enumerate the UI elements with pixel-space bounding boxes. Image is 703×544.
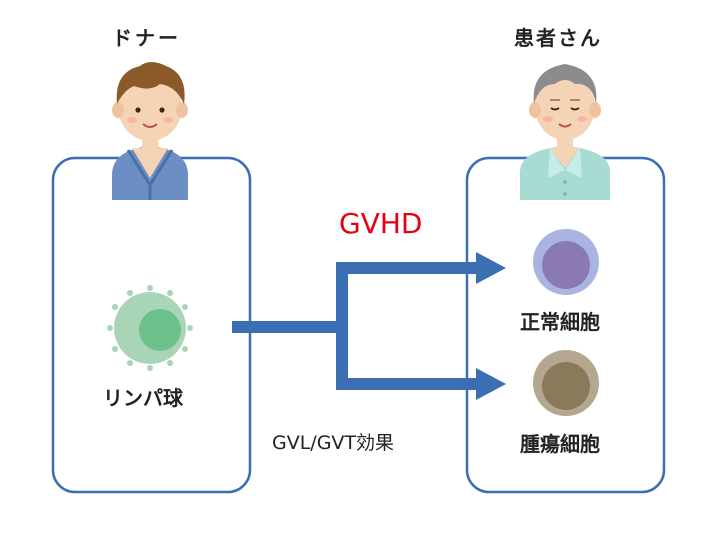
gvhd-label: GVHD [339, 207, 423, 240]
normal-cell-icon [533, 229, 599, 295]
arrow-head-lower [476, 368, 506, 400]
patient-avatar-icon [520, 64, 610, 200]
normal-cell-label: 正常細胞 [520, 310, 600, 334]
patient-title: 患者さん [514, 26, 602, 50]
donor-title: ドナー [112, 26, 181, 50]
arrow-upper-branch [336, 262, 478, 327]
arrow-lower-branch [336, 327, 478, 390]
branching-arrow [232, 262, 478, 390]
gvl-gvt-label: GVL/GVT効果 [272, 432, 395, 454]
tumor-cell-label: 腫瘍細胞 [520, 432, 600, 456]
arrow-head-upper [476, 252, 506, 284]
lymphocyte-label: リンパ球 [103, 386, 183, 410]
tumor-cell-icon [533, 350, 599, 416]
donor-avatar-icon [112, 62, 188, 200]
lymphocyte-icon [107, 285, 193, 371]
